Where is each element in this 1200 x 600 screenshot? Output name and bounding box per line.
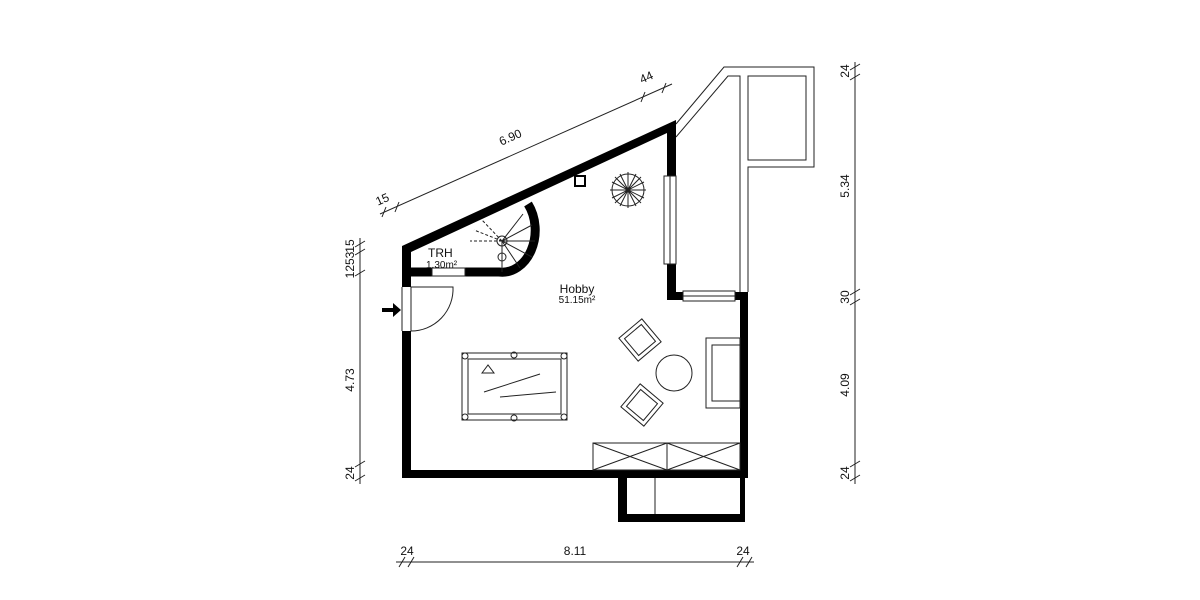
dim-left-1: 15: [343, 239, 357, 253]
wall-niche: [574, 175, 586, 187]
annex: [618, 478, 745, 522]
dim-left-4: 24: [343, 466, 357, 480]
terrace-outline: [675, 66, 815, 292]
round-table: [655, 354, 693, 392]
dim-bottom-3: 24: [736, 544, 750, 558]
room-area-trh: 1.30m²: [426, 260, 458, 271]
dim-diag-3: 44: [637, 68, 655, 86]
armchair: [620, 383, 664, 427]
dim-right-4: 4.09: [838, 373, 852, 397]
exterior-walls: [402, 120, 748, 478]
window-right: [663, 175, 677, 265]
cabinet: [592, 442, 741, 471]
dim-right-5: 24: [838, 466, 852, 480]
dimension-bottom: 24 8.11 24: [396, 544, 754, 568]
dim-left-2: 1253: [343, 251, 357, 278]
dim-bottom-1: 24: [400, 544, 414, 558]
plant: [610, 172, 646, 208]
dim-right-3: 30: [838, 290, 852, 304]
room-area-hobby: 51.15m²: [559, 295, 596, 306]
dimension-right: 24 5.34 30 4.09 24: [838, 62, 861, 484]
window-bottom-right: [682, 290, 736, 302]
dim-diag-1: 15: [373, 190, 391, 208]
dimension-left: 15 1253 4.73 24: [343, 238, 366, 484]
entrance-door[interactable]: [401, 286, 454, 332]
room-name-trh: TRH: [428, 246, 453, 260]
dim-right-2: 5.34: [838, 174, 852, 198]
armchair: [618, 318, 662, 362]
dim-bottom-2: 8.11: [564, 544, 587, 558]
dimension-diagonal: 15 6.90 44: [373, 68, 673, 218]
sofa: [705, 337, 741, 409]
dim-right-1: 24: [838, 64, 852, 78]
dim-diag-2: 6.90: [497, 126, 524, 148]
room-name-hobby: Hobby: [560, 282, 595, 296]
pool-table: [461, 351, 568, 422]
dim-left-3: 4.73: [343, 368, 357, 392]
spiral-stair: [411, 201, 540, 277]
entrance-arrow-icon: [382, 303, 401, 317]
